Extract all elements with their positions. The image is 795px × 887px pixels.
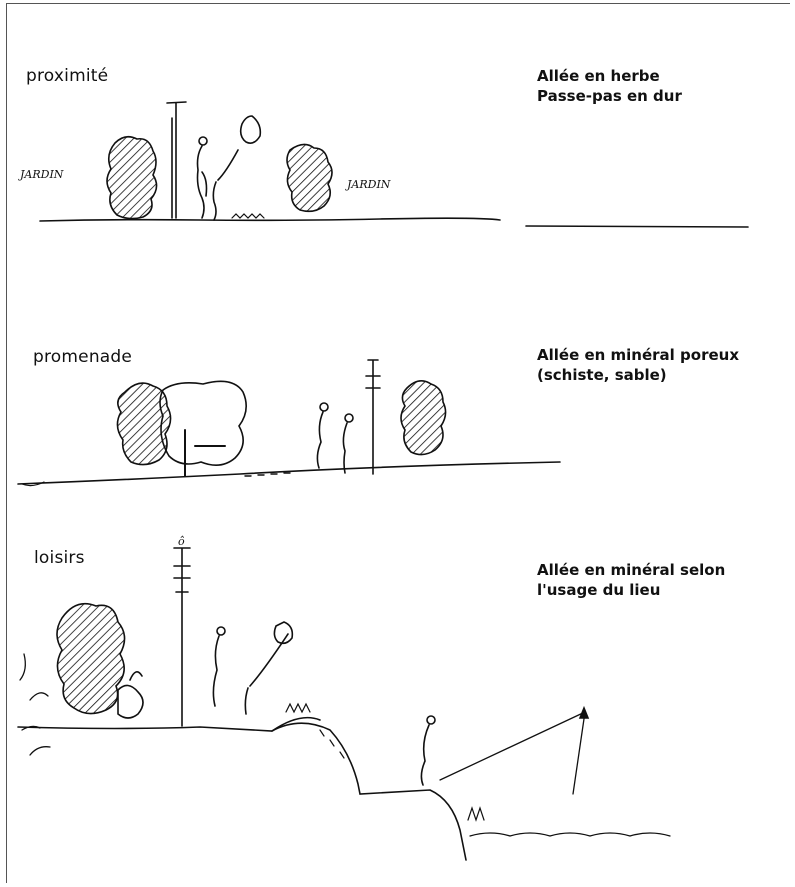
jardin-label-left: JARDIN xyxy=(18,168,64,181)
slope-scribbles xyxy=(286,704,484,820)
tree-shrub xyxy=(107,137,157,219)
jardin-label-right: JARDIN xyxy=(345,178,391,191)
bench xyxy=(185,430,225,476)
ground-line xyxy=(40,218,500,221)
tree-shrub xyxy=(117,383,170,464)
lamp-mark: ô xyxy=(178,535,185,548)
person-head xyxy=(320,403,328,411)
ground-dashes xyxy=(232,214,264,218)
water-line xyxy=(470,833,670,836)
person xyxy=(213,636,219,706)
path-line-right xyxy=(526,226,748,227)
left-scribbles xyxy=(20,654,50,755)
fisherman xyxy=(421,725,429,785)
person xyxy=(317,412,323,468)
sketch-promenade xyxy=(18,360,560,486)
tree-shrub xyxy=(401,381,446,455)
child-balloon xyxy=(213,116,260,220)
person xyxy=(198,146,207,218)
person-head xyxy=(427,716,435,724)
tree-shrub xyxy=(57,604,125,714)
fishing-rod xyxy=(440,712,585,794)
person-head xyxy=(345,414,353,422)
sketch-proximite: JARDIN JARDIN xyxy=(18,102,748,227)
person-head xyxy=(217,627,225,635)
lamp-post xyxy=(174,548,190,726)
fishing-line-tip xyxy=(580,708,588,718)
slope-line xyxy=(272,723,466,860)
child-balloon xyxy=(245,622,292,714)
lamp-post xyxy=(366,360,380,474)
sketch-loisirs: ô xyxy=(18,535,670,860)
person xyxy=(343,423,347,473)
bush-outline xyxy=(160,381,246,465)
person-head xyxy=(199,137,207,145)
tree-shrub xyxy=(287,144,332,211)
lamp-post xyxy=(167,102,186,218)
